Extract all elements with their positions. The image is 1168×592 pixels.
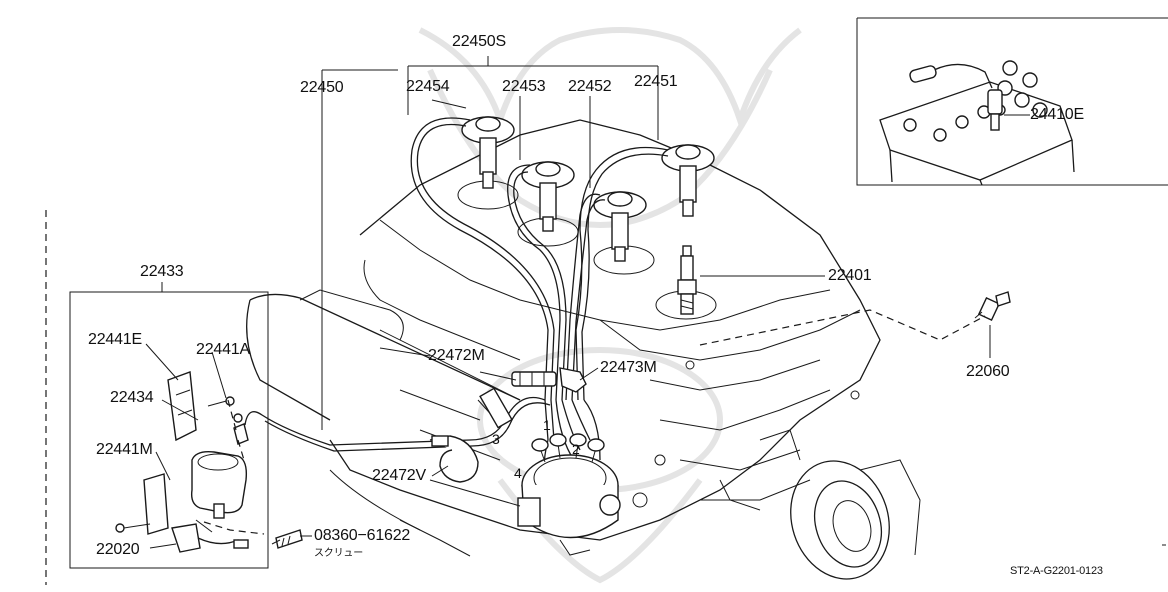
temperature-sensor-icon — [974, 291, 1011, 322]
plug-cap-icon — [461, 116, 715, 262]
distributor-icon — [517, 433, 621, 556]
battery-inset — [856, 17, 1168, 186]
label-22434: 22434 — [110, 389, 154, 406]
spark-plug-icon — [677, 245, 697, 315]
label-22472M: 22472M — [428, 347, 485, 364]
label-22441A: 22441A — [196, 341, 250, 358]
label-08360-61622: 08360−61622 — [314, 527, 411, 544]
label-22450S: 22450S — [452, 33, 506, 50]
label-22453: 22453 — [502, 78, 546, 95]
label-22454: 22454 — [406, 78, 450, 95]
wire-number-2: 2 — [572, 441, 580, 457]
diagram-code: ST2-A-G2201-0123 — [1010, 565, 1103, 577]
label-22473M: 22473M — [600, 359, 657, 376]
label-22060: 22060 — [966, 363, 1010, 380]
battery-icon — [879, 60, 1075, 186]
wire-number-1: 1 — [543, 417, 551, 433]
label-22401: 22401 — [828, 267, 872, 284]
label-22433: 22433 — [140, 263, 184, 280]
coil-icon — [115, 371, 249, 553]
label-22451: 22451 — [634, 73, 678, 90]
sensor-locator-line — [699, 309, 986, 346]
leader-lines — [45, 56, 1166, 585]
label-22441M: 22441M — [96, 441, 153, 458]
wire-number-3: 3 — [492, 431, 500, 447]
label-22450: 22450 — [300, 79, 344, 96]
label-22472V: 22472V — [372, 467, 426, 484]
label-22441E: 22441E — [88, 331, 142, 348]
label-22020: 22020 — [96, 541, 140, 558]
screw-icon — [207, 396, 303, 549]
wire-number-4: 4 — [514, 465, 522, 481]
label-24410E: 24410E — [1030, 106, 1084, 123]
label-screw-kana: スクリュー — [314, 548, 363, 559]
engine-outline-icon — [246, 119, 921, 580]
label-22452: 22452 — [568, 78, 612, 95]
